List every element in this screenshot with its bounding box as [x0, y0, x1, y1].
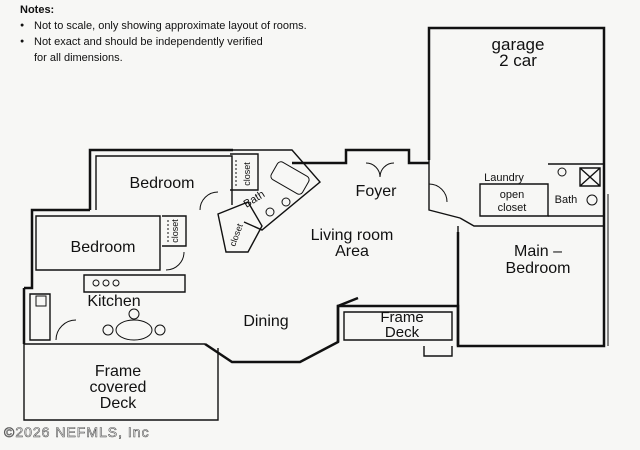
laundry-bottom-wall [459, 217, 604, 227]
covered-deck-outline [23, 344, 219, 421]
left-bedroom-inner [35, 215, 161, 271]
left-bedroom-wall [24, 208, 90, 290]
kitchen-door-swing [55, 319, 77, 341]
stove-burner-icon [112, 279, 120, 287]
closet-mid-label: closet [170, 219, 180, 243]
hall-sink-icon [265, 207, 275, 217]
interior-walls [23, 149, 605, 421]
frame-deck-label: Frame [380, 309, 423, 326]
chair-icon [154, 324, 166, 336]
copyright-watermark: ©2026 NEFMLS, Inc [4, 424, 150, 441]
top-bedroom-door-swing [199, 191, 219, 211]
main-bedroom-label: Main – [514, 243, 562, 260]
open-closet-label: open [500, 189, 524, 201]
top-bedroom-inner [95, 155, 233, 210]
dining-bay-wall [204, 296, 359, 364]
closet-top-label: closet [242, 162, 252, 186]
frame-deck-wall [336, 304, 460, 346]
bathtub-icon [270, 161, 310, 195]
frame-deck-label-2: Deck [385, 324, 420, 341]
dining-table-icon [115, 319, 153, 341]
dining-label: Dining [243, 313, 288, 330]
note-item-1: Not to scale, only showing approximate l… [20, 18, 307, 34]
stove-burner-icon [102, 279, 110, 287]
closet-top-box [230, 153, 259, 191]
room-labels: garage 2 car Foyer Living room Area Bedr… [71, 35, 578, 412]
open-closet-label-2: closet [498, 202, 527, 214]
note-item-2-continued: for all dimensions. [34, 52, 123, 64]
garage-label: garage [492, 35, 545, 54]
notes-block: Notes: Not to scale, only showing approx… [20, 2, 307, 66]
chair-icon [128, 308, 140, 320]
living-label-2: Area [335, 243, 369, 260]
foyer-door-swing-right [379, 162, 395, 178]
covered-deck-label-3: Deck [100, 395, 137, 412]
kitchen-label: Kitchen [87, 293, 140, 310]
left-bedroom-door-swing [165, 251, 185, 271]
kitchen-counter-left [29, 293, 51, 341]
living-label: Living room [311, 227, 394, 244]
foyer-label: Foyer [356, 183, 398, 200]
main-bath-label: Bath [555, 194, 578, 206]
hall-toilet-icon [281, 197, 291, 207]
main-bath-box [548, 163, 605, 217]
hall-bath-label: Bath [242, 188, 268, 210]
foyer-garage-wall [428, 160, 461, 219]
kitchen-sink-icon [35, 295, 47, 307]
foyer-door-swing-left [365, 162, 381, 178]
stove-burner-icon [92, 279, 100, 287]
main-bedroom-label-2: Bedroom [506, 260, 571, 277]
hall-closet-walls [217, 201, 263, 253]
shower-icon [579, 167, 601, 187]
foyer-top-wall [292, 148, 429, 165]
hall-bath-walls [232, 149, 322, 231]
kitchen-counter-top [83, 274, 186, 293]
main-toilet-icon [586, 194, 598, 206]
chair-icon [102, 324, 114, 336]
closet-hall-label: closet [227, 222, 245, 248]
bedroom-top-label: Bedroom [130, 175, 195, 192]
main-bedroom-walls [456, 194, 606, 348]
main-sink-icon [557, 167, 567, 177]
garage-label-2: 2 car [499, 51, 537, 70]
garage-door-swing [428, 183, 448, 203]
covered-deck-label-2: covered [90, 379, 147, 396]
fixtures [35, 160, 609, 346]
covered-deck-label: Frame [95, 363, 141, 380]
frame-deck-inner [343, 311, 453, 341]
closet-mid-box [162, 215, 187, 247]
note-item-2: Not exact and should be independently ve… [20, 34, 307, 50]
bedroom-mid-label: Bedroom [71, 239, 136, 256]
top-bedroom-walls [88, 148, 233, 210]
notes-heading: Notes: [20, 4, 55, 16]
garage-walls [427, 26, 606, 194]
laundry-label: Laundry [484, 172, 524, 184]
exterior-walls [22, 26, 606, 364]
deck-steps [423, 346, 453, 357]
